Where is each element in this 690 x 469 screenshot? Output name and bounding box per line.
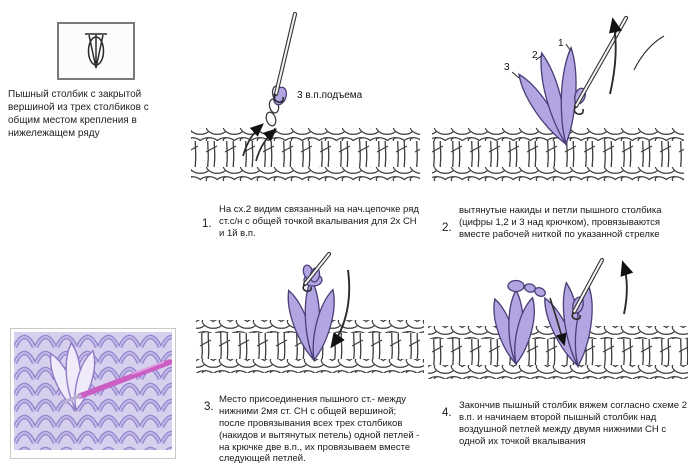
step2-number: 2. (442, 222, 452, 234)
fabric-row (191, 128, 420, 181)
step4-caption: Закончив пышный столбик вяжем согласно с… (459, 400, 687, 447)
step3-number: 3. (204, 401, 214, 413)
crochet-hook-icon (571, 257, 605, 320)
insertion-arrows-icon (242, 123, 277, 162)
insertion-arrow-icon (549, 297, 567, 347)
step3-caption: Место присоединения пышного ст.- между н… (219, 394, 420, 465)
crochet-swatch-photo (10, 328, 176, 459)
stitch-symbol-box (57, 22, 135, 80)
step1-number: 1. (202, 218, 212, 230)
closing-loop (507, 279, 525, 293)
insertion-arrow-icon (330, 269, 351, 349)
step4-illustration (428, 257, 688, 399)
puff-stitch-symbol-icon (85, 33, 107, 69)
crochet-hook-icon (302, 251, 332, 292)
pull-up-arrow-icon (620, 260, 634, 315)
pull-through-arrow-icon (609, 17, 623, 95)
step4-number: 4. (442, 407, 452, 419)
pink-hook-icon (62, 359, 173, 404)
working-yarn (633, 35, 665, 71)
fabric-row (432, 128, 684, 181)
legend-caption: Пышный столбик с закрытой вершиной из тр… (8, 89, 149, 139)
step1-caption: На сх.2 видим связанный на нач.цепочке р… (219, 204, 419, 239)
step1-illustration: 3 в.п.подъема (183, 6, 420, 207)
crochet-hook-icon (273, 11, 298, 103)
loop-number-2: 2 (532, 50, 538, 61)
step2-illustration: 3 2 1 (428, 6, 688, 207)
number-ticks (511, 43, 571, 79)
chain-two (523, 283, 546, 297)
loop-number-1: 1 (558, 38, 564, 49)
step1-annotation: 3 в.п.подъема (297, 90, 363, 101)
step3-illustration (196, 251, 424, 399)
loop-number-3: 3 (504, 62, 510, 73)
step2-caption: вытянутые накиды и петли пышного столбик… (459, 205, 662, 240)
